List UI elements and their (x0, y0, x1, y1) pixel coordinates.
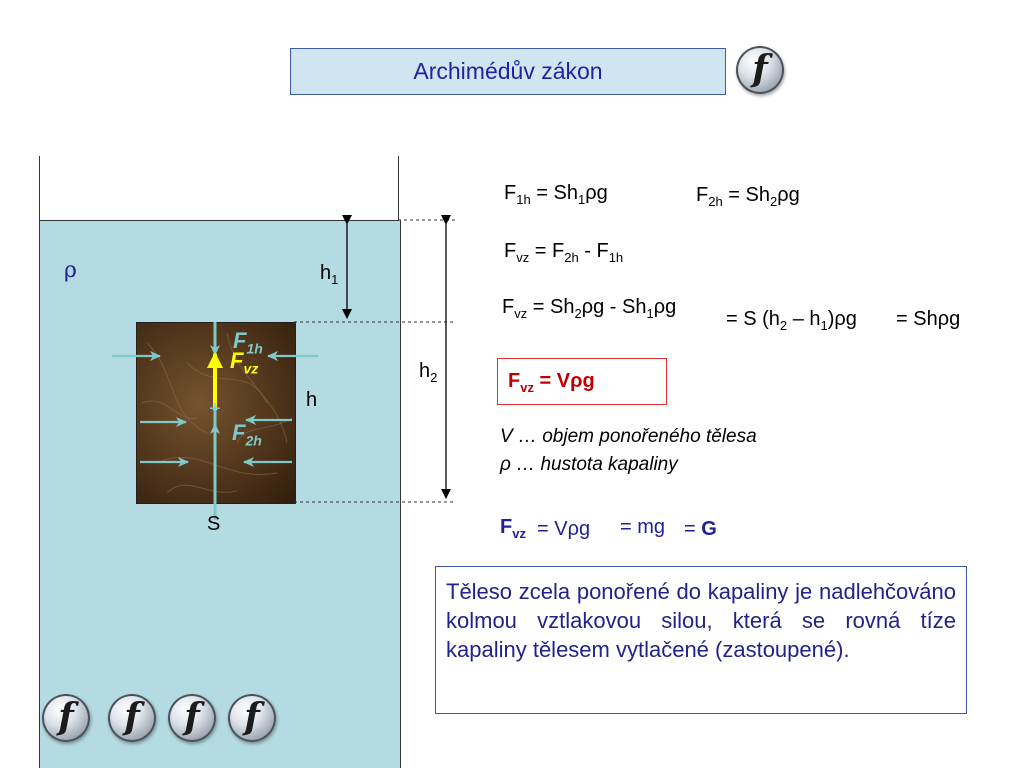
definition-density: ρ … hustota kapaliny (500, 454, 678, 475)
flash-icon: f (124, 695, 140, 738)
flash-icon: f (752, 47, 768, 90)
slide-title: Archimédův zákon (290, 48, 726, 95)
equation-f2h: F2h = Sh2ρg (696, 184, 800, 209)
h2-label: h2 (419, 360, 438, 385)
liquid-surface (39, 220, 399, 221)
force-fvz-label: Fvz (230, 348, 259, 377)
equation-final-vpg: = Vρg (537, 518, 591, 540)
flash-button-3[interactable]: f (168, 694, 216, 742)
vessel-wall-left (39, 156, 40, 220)
slide-title-text: Archimédův zákon (413, 58, 603, 84)
definition-volume: V … objem ponořeného tělesa (500, 426, 757, 447)
equation-final-g: = G (684, 518, 717, 540)
vessel-wall-right (398, 156, 399, 220)
force-f1h-label: F1h (233, 328, 263, 357)
h-label: h (306, 389, 318, 411)
equation-f1h: F1h = Sh1ρg (504, 182, 608, 207)
flash-button-4[interactable]: f (228, 694, 276, 742)
equation-fvz-expanded: Fvz = Sh2ρg - Sh1ρg (502, 296, 677, 321)
equation-final-fvz: Fvz (500, 516, 526, 541)
flash-button-1[interactable]: f (42, 694, 90, 742)
law-statement: Těleso zcela ponořené do kapaliny je nad… (435, 566, 967, 714)
equation-result: Fvz = Vρg (508, 370, 595, 395)
density-symbol: ρ (64, 258, 77, 283)
flash-button-2[interactable]: f (108, 694, 156, 742)
result-box (497, 358, 667, 405)
flash-button-top[interactable]: f (736, 46, 784, 94)
flash-icon: f (184, 695, 200, 738)
equation-fvz-difference: Fvz = F2h - F1h (504, 240, 624, 265)
area-label: S (207, 513, 221, 535)
flash-icon: f (58, 695, 74, 738)
equation-final-mg: = mg (620, 516, 666, 538)
h1-label: h1 (320, 262, 339, 287)
equation-fvz-simplified: = Shρg (896, 308, 961, 330)
center-mark: + (209, 398, 221, 420)
equation-fvz-factored: = S (h2 – h1)ρg (726, 308, 857, 333)
force-f2h-label: F2h (232, 420, 262, 449)
flash-icon: f (244, 695, 260, 738)
